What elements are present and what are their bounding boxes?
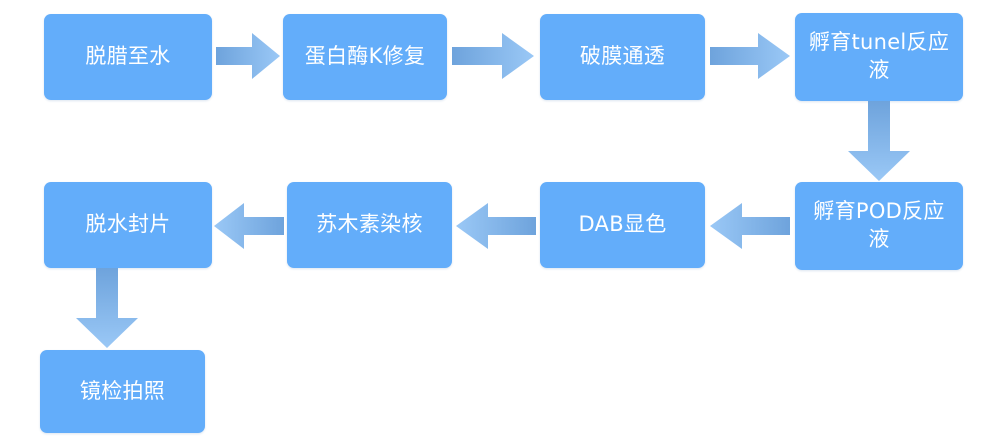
node-label: 镜检拍照 [79,378,166,403]
node-label: 脱水封片 [85,212,171,237]
node-pomo-tongtou[interactable]: 破膜通透 [540,14,705,100]
arrow-n6-to-n7 [456,200,536,252]
node-label: 蛋白酶K修复 [304,44,426,69]
node-fuyu-tunel-fanyingye[interactable]: 孵育tunel反应液 [795,13,963,101]
node-label: 脱腊至水 [85,44,171,69]
node-label: 苏木素染核 [316,212,423,237]
node-sumusu-ranhe[interactable]: 苏木素染核 [287,182,452,268]
node-fuyu-pod-fanyingye[interactable]: 孵育POD反应液 [795,182,963,270]
node-tuola-zhishui[interactable]: 脱腊至水 [44,14,212,100]
arrow-n2-to-n3 [452,30,534,82]
node-jingjian-paizhao[interactable]: 镜检拍照 [40,350,205,433]
node-tuoshui-fengpian[interactable]: 脱水封片 [44,182,212,268]
node-dab-xianse[interactable]: DAB显色 [540,182,705,268]
arrow-n8-to-n9 [76,268,138,348]
node-label: 孵育POD反应液 [813,199,945,251]
arrow-n7-to-n8 [214,200,284,252]
node-label: DAB显色 [578,212,667,237]
node-label: 破膜通透 [579,44,666,69]
node-label: 孵育tunel反应液 [808,30,950,82]
node-danbaimei-k-xiufu[interactable]: 蛋白酶K修复 [283,14,447,100]
arrow-n5-to-n6 [710,200,790,252]
arrow-n3-to-n4 [710,30,790,82]
arrow-n1-to-n2 [216,30,280,82]
arrow-n4-to-n5 [848,101,910,181]
